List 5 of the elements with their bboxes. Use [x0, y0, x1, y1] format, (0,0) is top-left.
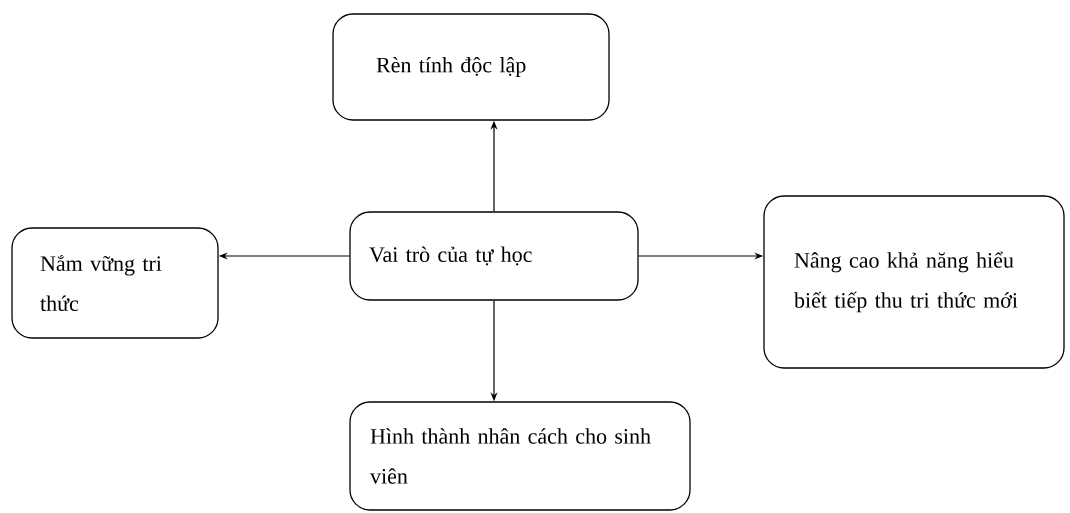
rounded-box: Vai trò của tự học [349, 211, 639, 301]
rounded-box: Rèn tính độc lập [332, 13, 610, 121]
rounded-box: Nắm vững tri thức [11, 227, 219, 339]
rounded-box: Hình thành nhân cách cho sinh viên [349, 401, 691, 511]
rounded-box: Nâng cao khả năng hiểu biết tiếp thu tri thức mới [763, 195, 1065, 369]
